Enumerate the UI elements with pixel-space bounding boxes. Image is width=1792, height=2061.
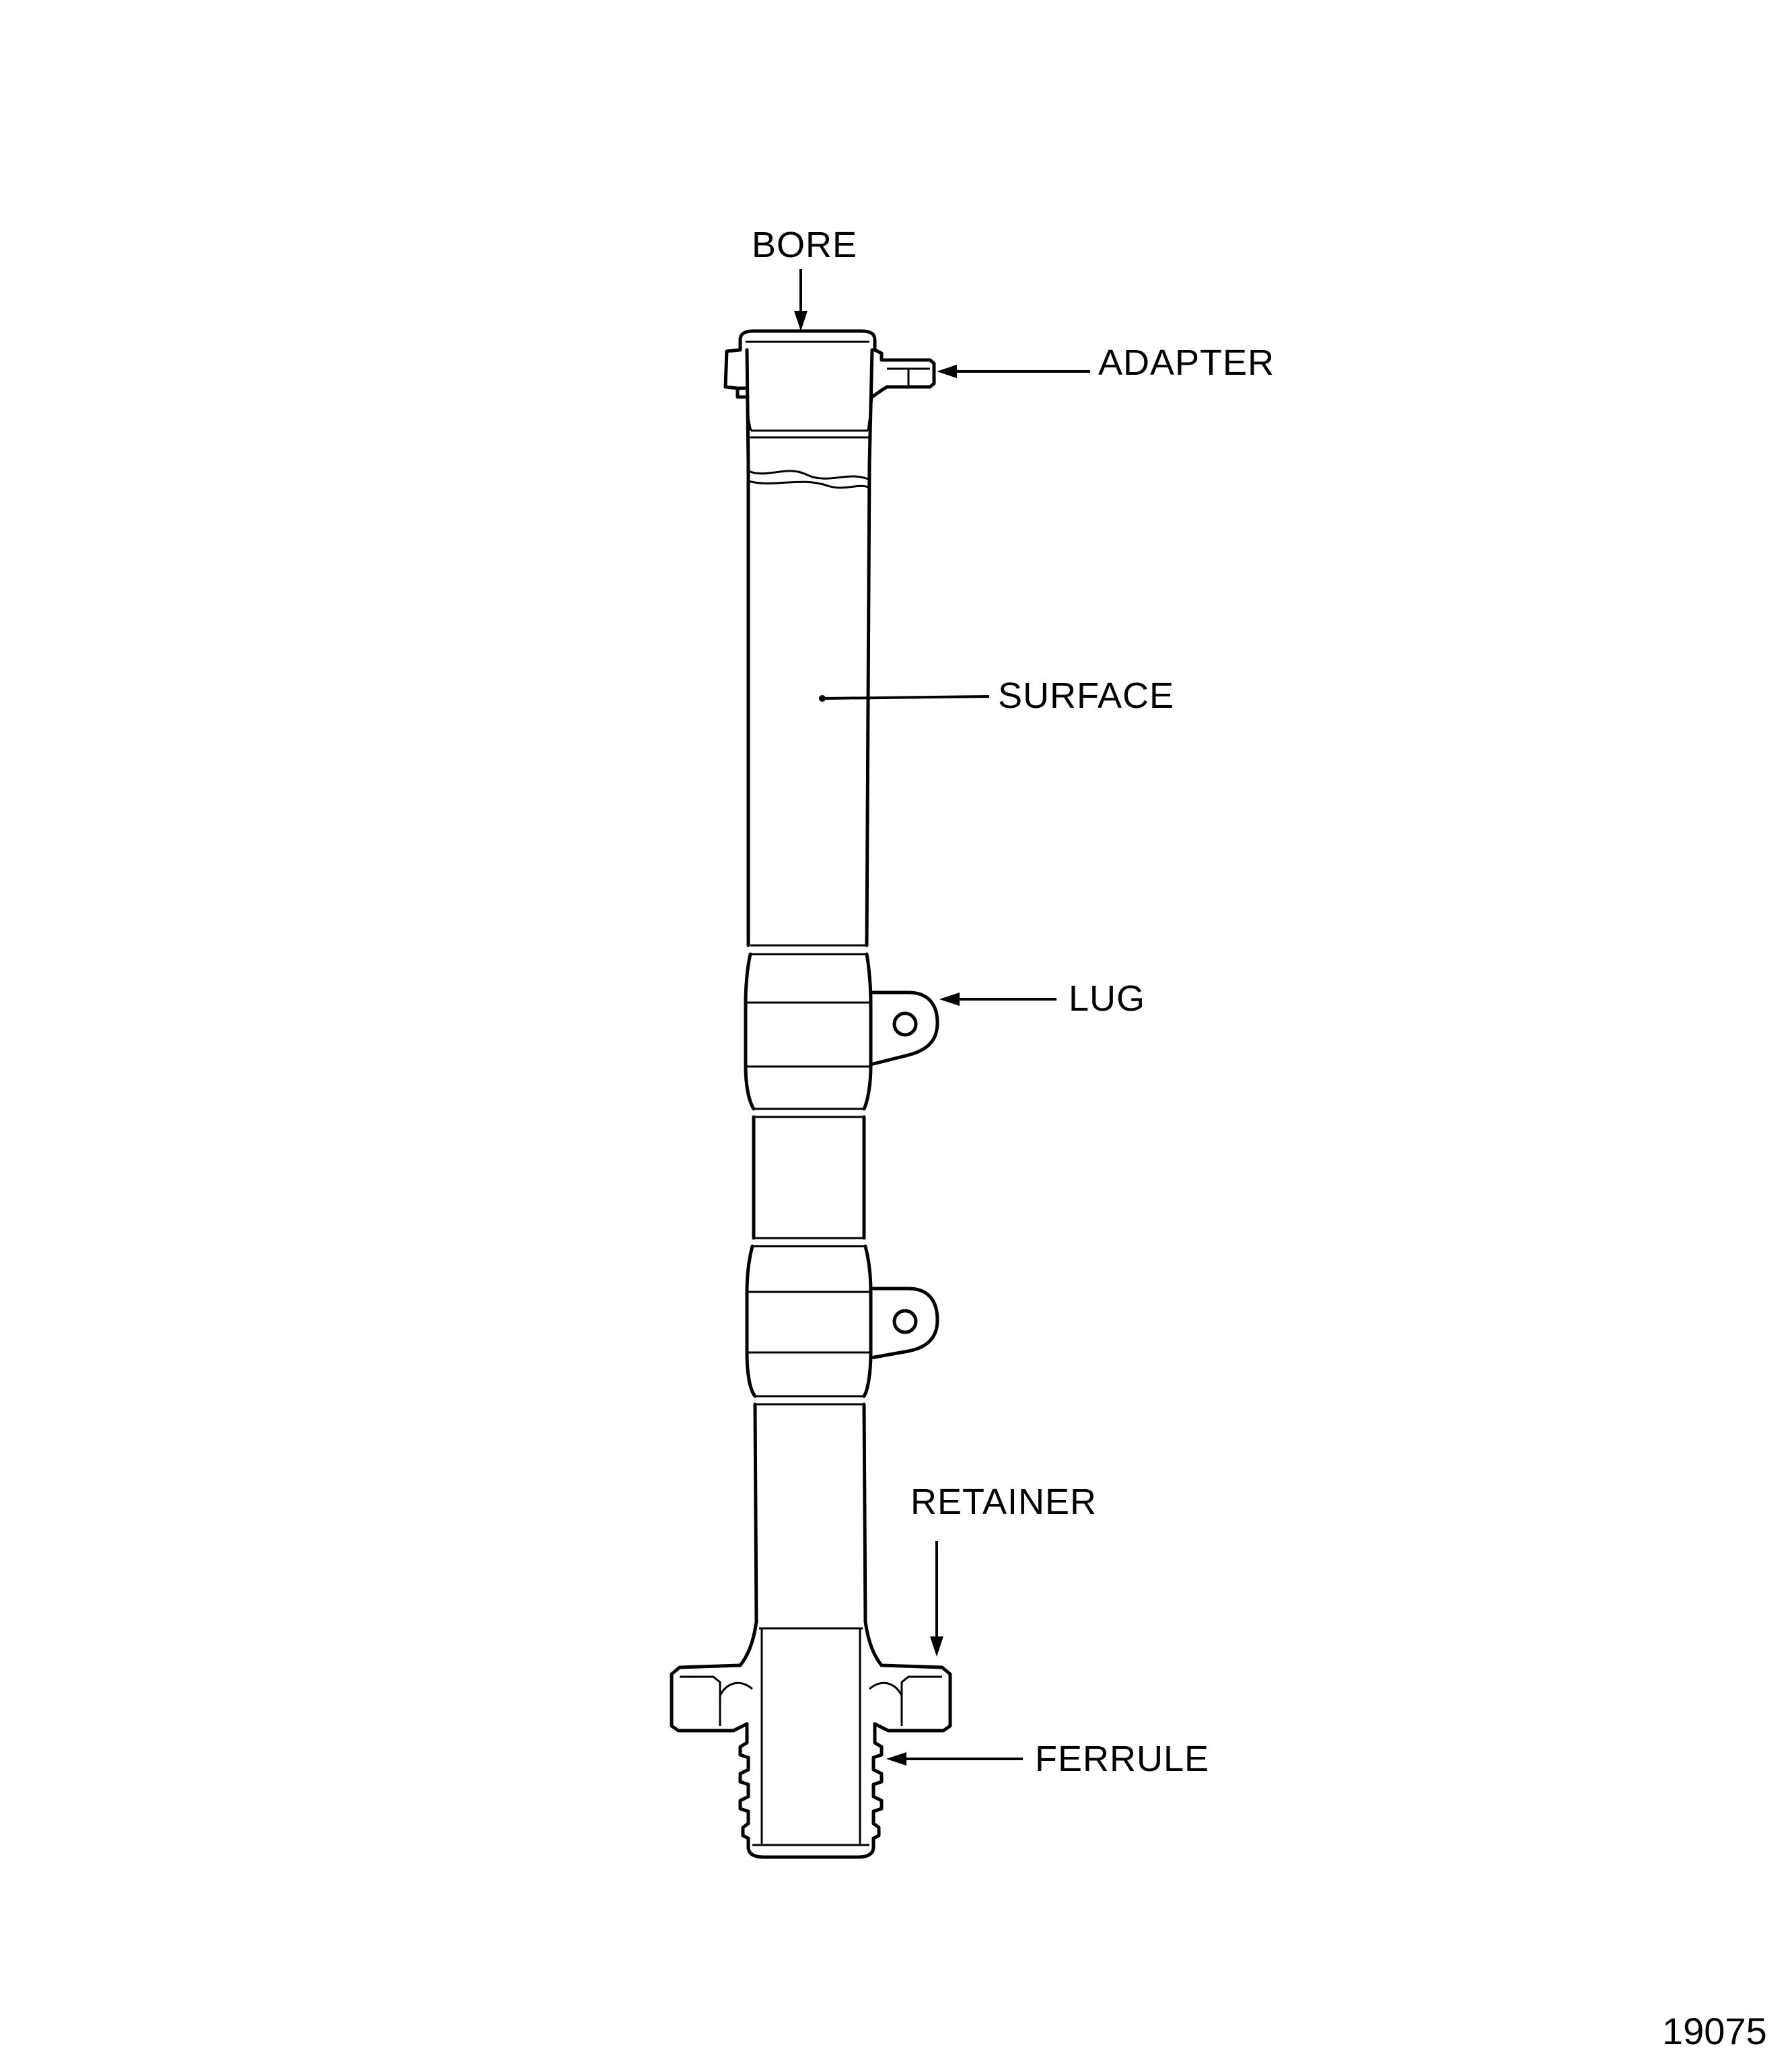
lug-label: LUG — [1069, 978, 1145, 1019]
tube-right-wall — [865, 462, 871, 947]
retainer-leader — [930, 1541, 943, 1657]
bore-leader — [794, 269, 808, 331]
bore-label: BORE — [752, 225, 857, 265]
surface-leader — [819, 695, 990, 702]
lower-lug-part — [869, 1287, 939, 1360]
upper-lug-part — [869, 990, 939, 1066]
retainer-label: RETAINER — [910, 1482, 1097, 1522]
retainer-part — [670, 1620, 952, 1733]
adapter-leader — [937, 365, 1090, 378]
ferrule-leader — [886, 1752, 1023, 1766]
surface-label: SURFACE — [998, 676, 1174, 716]
ferrule-label: FERRULE — [1035, 1739, 1209, 1779]
lug-leader — [939, 992, 1056, 1006]
ferrule-part — [738, 1628, 884, 1859]
adapter-part — [723, 329, 936, 432]
adapter-label: ADAPTER — [1098, 342, 1275, 383]
tube-body — [744, 348, 874, 1624]
figure-number: 19075 — [1662, 2010, 1767, 2052]
